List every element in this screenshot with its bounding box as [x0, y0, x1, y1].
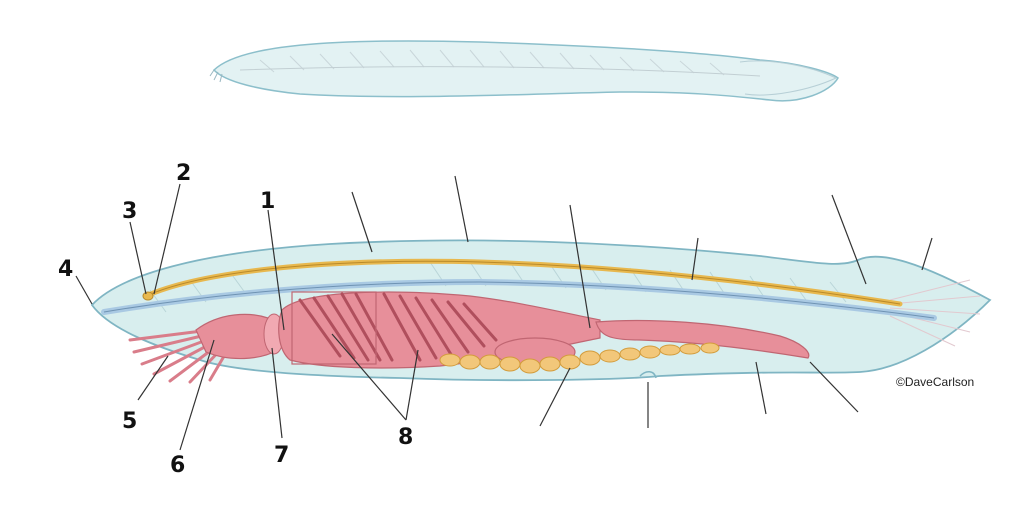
- leader-lines: [351, 175, 933, 428]
- gonads: [439, 342, 720, 374]
- label-7: 7: [274, 443, 289, 468]
- label-3: 3: [122, 199, 137, 224]
- cerebral-vesicle: [142, 291, 154, 301]
- copyright-credit: ©DaveCarlson: [896, 375, 974, 389]
- numbered-leader-lines: [75, 183, 419, 451]
- external-view: [209, 40, 839, 102]
- external-oral-cirri: [209, 69, 223, 83]
- label-1: 1: [260, 189, 275, 214]
- external-myomeres: [259, 49, 725, 76]
- label-8: 8: [398, 425, 413, 450]
- external-body: [212, 40, 839, 102]
- external-tail-fin: [739, 60, 838, 96]
- gill-slits: [298, 292, 498, 362]
- intestine: [595, 319, 810, 359]
- number-labels: 1 2 3 4 5 6 7 8: [58, 161, 413, 478]
- external-midline: [239, 66, 761, 77]
- label-6: 6: [170, 453, 185, 478]
- cutaway-window: [291, 291, 377, 365]
- label-5: 5: [122, 409, 137, 434]
- notochord-edge: [103, 281, 935, 319]
- atriopore: [639, 371, 657, 379]
- dorsal-nerve-cord-edge: [145, 260, 901, 305]
- label-2: 2: [176, 161, 191, 186]
- cutaway-view: [90, 239, 992, 384]
- label-4: 4: [58, 257, 73, 282]
